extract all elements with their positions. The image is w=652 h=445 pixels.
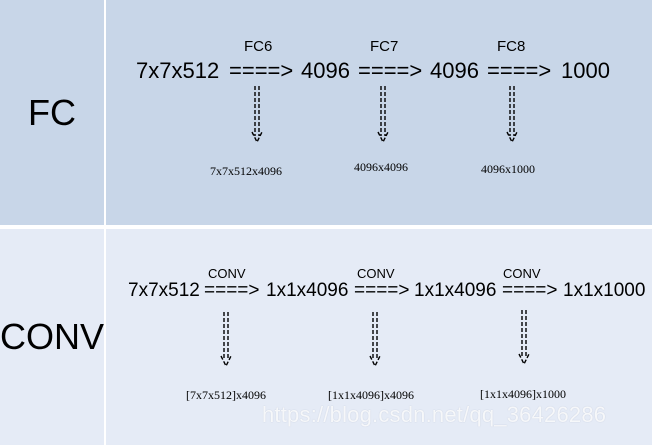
fc-param-count: 4096x4096 (354, 160, 408, 174)
conv-param-count: [1x1x4096]x1000 (480, 387, 566, 401)
conv-row-label: CONV (0, 229, 104, 445)
conv-layer-label: CONV (503, 266, 541, 281)
down-arrow-icon (517, 310, 531, 366)
conv-shape: 1x1x4096 (266, 280, 349, 301)
conv-shape: 7x7x512 (128, 280, 200, 301)
conv-shape: 1x1x4096 (414, 280, 497, 301)
conv-arrow: ====> (354, 280, 410, 301)
fc-arrow: ====> (358, 58, 423, 83)
conv-shape: 1x1x1000 (563, 280, 646, 301)
fc-row: FC (0, 0, 652, 225)
fc-layer-label: FC6 (244, 38, 273, 55)
fc-row-label: FC (0, 0, 104, 225)
conv-param-count: [7x7x512]x4096 (186, 388, 266, 402)
fc-arrow: ====> (487, 58, 552, 83)
conv-layer-label: CONV (357, 266, 395, 281)
fc-param-count: 7x7x512x4096 (210, 164, 282, 178)
fc-diagram (106, 0, 652, 225)
down-arrow-icon (250, 86, 264, 144)
fc-shape: 7x7x512 (136, 58, 220, 83)
fc-layer-label: FC8 (497, 38, 526, 55)
conv-param-count: [1x1x4096]x4096 (328, 388, 414, 402)
conv-layer-label: CONV (208, 266, 246, 281)
conv-diagram (106, 229, 652, 445)
conv-row: CONV (0, 229, 652, 445)
conv-arrow: ====> (502, 280, 558, 301)
down-arrow-icon (376, 86, 390, 144)
fc-arrow: ====> (229, 58, 294, 83)
fc-param-count: 4096x1000 (481, 162, 535, 176)
fc-layer-label: FC7 (370, 38, 399, 55)
watermark: https://blog.csdn.net/qq_36426286 (262, 402, 607, 427)
down-arrow-icon (219, 312, 233, 368)
down-arrow-icon (368, 312, 382, 368)
down-arrow-icon (505, 86, 519, 144)
fc-shape: 4096 (301, 58, 350, 83)
conv-arrow: ====> (204, 280, 260, 301)
fc-shape: 1000 (561, 58, 610, 83)
fc-shape: 4096 (430, 58, 479, 83)
